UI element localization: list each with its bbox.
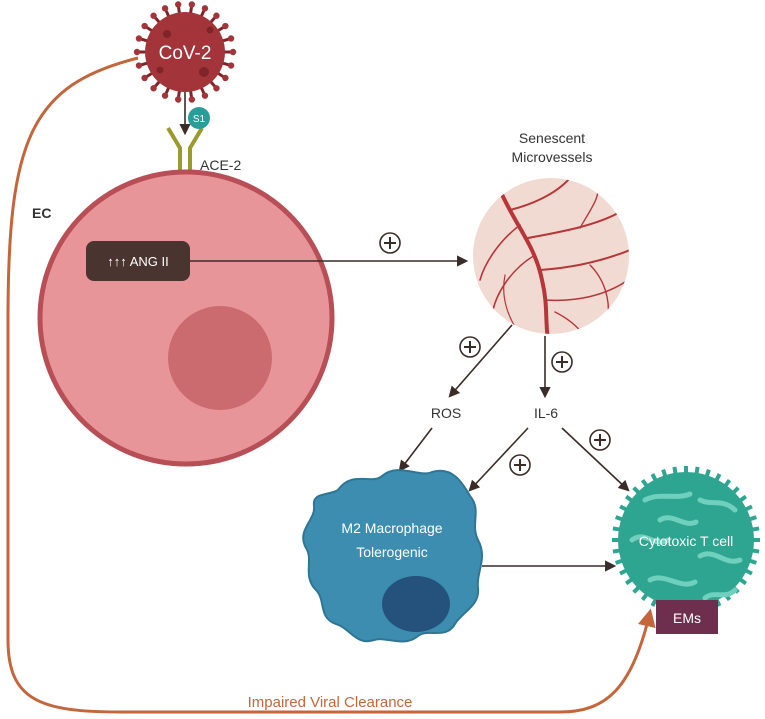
plus-sign-il6-tcell — [589, 429, 611, 451]
macrophage-label-2: Tolerogenic — [356, 544, 428, 560]
ace2-label: ACE-2 — [200, 157, 241, 173]
clearance-label: Impaired Viral Clearance — [248, 694, 413, 711]
arrow-il6-to-tcell — [561, 427, 630, 492]
senescent-label-1: Senescent — [519, 130, 585, 146]
macrophage-nucleus — [382, 576, 450, 632]
clearance-arrow — [6, 56, 656, 714]
macrophage-label-1: M2 Macrophage — [341, 520, 442, 536]
ang-ii-label: ↑↑↑ ANG II — [107, 254, 168, 269]
ec-cell — [37, 169, 335, 467]
tcell-label: Cytotoxic T cell — [639, 533, 733, 549]
ec-nucleus — [168, 306, 272, 410]
ems-label: EMs — [673, 610, 701, 626]
s1-label: S1 — [193, 114, 206, 125]
ros-label: ROS — [431, 405, 461, 421]
ec-label: EC — [32, 205, 51, 221]
plus-sign-vessels-il6 — [551, 351, 573, 373]
arrow-il6-to-macrophage — [468, 427, 529, 492]
plus-sign-ec-vessels — [379, 232, 401, 254]
ang-ii-box — [86, 241, 190, 281]
plus-sign-il6-macrophage — [509, 454, 531, 476]
microvessel-disc — [473, 178, 629, 334]
senescent-label-2: Microvessels — [512, 149, 593, 165]
ems-box — [656, 600, 718, 634]
virus-label: CoV-2 — [159, 43, 212, 64]
virus-icon — [133, 1, 237, 103]
arrow-vessels-to-ros — [448, 324, 513, 398]
plus-sign-vessels-ros — [459, 336, 481, 358]
arrow-ros-to-macrophage — [398, 427, 433, 472]
s1-spike — [188, 107, 210, 129]
il6-label: IL-6 — [534, 405, 558, 421]
